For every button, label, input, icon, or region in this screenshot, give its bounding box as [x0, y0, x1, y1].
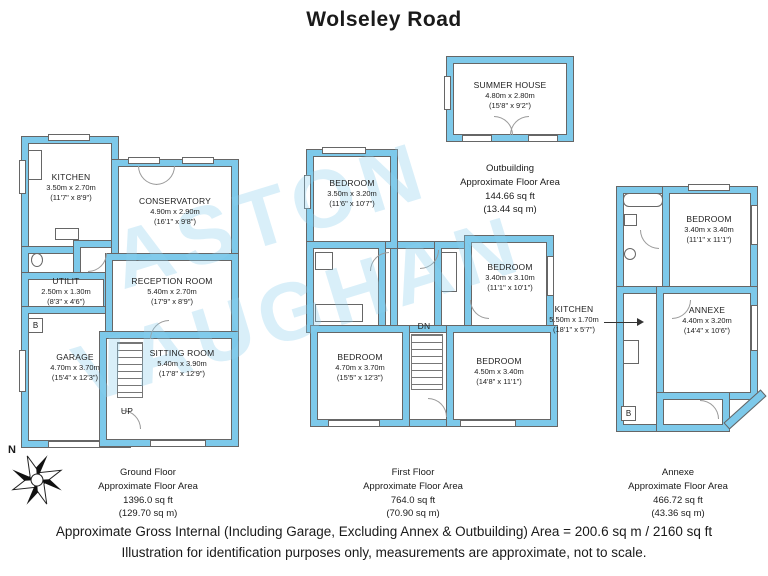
window — [150, 440, 206, 447]
bath-icon — [315, 304, 363, 322]
ground-floor-caption: Ground Floor Approximate Floor Area 1396… — [98, 467, 198, 520]
first-bedroom3-label: BEDROOM 4.70m x 3.70m (15'5" x 12'3") — [335, 352, 385, 382]
compass-rose-icon — [11, 455, 63, 505]
ground-boiler-box: B — [28, 318, 43, 333]
compass-north-label: N — [8, 444, 16, 456]
shower-icon — [315, 252, 333, 270]
annexe-boiler-box: B — [621, 406, 636, 421]
window — [444, 76, 451, 110]
disclaimer-text: Illustration for identification purposes… — [121, 545, 647, 560]
ground-up-label: UP — [120, 406, 134, 416]
window — [688, 184, 730, 191]
window — [48, 134, 90, 141]
ground-kitchen-label: KITCHEN 3.50m x 2.70m (11'7" x 8'9") — [46, 172, 96, 202]
window — [304, 175, 311, 209]
window — [19, 350, 26, 392]
sink-icon — [624, 248, 636, 260]
window — [528, 135, 558, 142]
first-floor-caption: First Floor Approximate Floor Area 764.0… — [363, 467, 463, 520]
window — [182, 157, 214, 164]
first-dn-label: DN — [417, 321, 431, 331]
kitchen-pointer-line — [604, 322, 638, 323]
kitchen-sink-icon — [28, 150, 42, 180]
toilet-icon — [624, 214, 637, 226]
window — [460, 420, 516, 427]
summer-house-label: SUMMER HOUSE 4.80m x 2.80m (15'8" x 9'2"… — [473, 80, 547, 110]
first-stairs — [411, 334, 443, 390]
first-bedroom1-label: BEDROOM 3.50m x 3.20m (11'6" x 10'7") — [327, 178, 377, 208]
window — [48, 441, 100, 448]
ground-boiler-label: B — [32, 321, 39, 330]
first-bedroom2-label: BEDROOM 3.40m x 3.10m (11'1" x 10'1") — [485, 262, 535, 292]
window — [462, 135, 492, 142]
ground-reception-label: RECEPTION ROOM 5.40m x 2.70m (17'9" x 8'… — [131, 276, 213, 306]
ground-reception-room — [106, 254, 238, 338]
ground-garage-label: GARAGE 4.70m x 3.70m (15'4" x 12'3") — [50, 352, 100, 382]
ground-stairs — [117, 342, 143, 398]
toilet-icon — [31, 253, 43, 267]
annexe-main-room-lower — [657, 393, 729, 431]
window — [322, 147, 366, 154]
first-bedroom3-room — [311, 326, 409, 426]
ground-conservatory-label: CONSERVATORY 4.90m x 2.90m (16'1" x 9'8"… — [139, 196, 211, 226]
ground-sitting-label: SITTING ROOM 5.40m x 3.90m (17'8" x 12'9… — [149, 348, 215, 378]
first-bedroom4-label: BEDROOM 4.50m x 3.40m (14'8" x 11'1") — [474, 356, 524, 386]
window — [128, 157, 160, 164]
annexe-caption: Annexe Approximate Floor Area 466.72 sq … — [628, 467, 728, 520]
bath-icon — [441, 252, 457, 292]
window — [751, 205, 758, 245]
window — [751, 305, 758, 351]
window — [547, 256, 554, 296]
window — [19, 160, 26, 194]
gross-internal-area-text: Approximate Gross Internal (Including Ga… — [55, 524, 713, 539]
kitchen-sink-icon — [623, 340, 639, 364]
annexe-boiler-label: B — [625, 409, 632, 418]
page-title: Wolseley Road — [306, 8, 462, 31]
annexe-kitchen-label: KITCHEN 5.50m x 1.70m (18'1" x 5'7") — [549, 304, 599, 334]
summer-house-room — [447, 57, 573, 141]
bath-icon — [623, 193, 663, 207]
first-bedroom2-room — [465, 236, 553, 336]
window — [328, 420, 380, 427]
kitchen-pointer-arrow-icon — [637, 318, 644, 326]
annexe-main-label: ANNEXE 4.40m x 3.20m (14'4" x 10'6") — [682, 305, 732, 335]
annexe-bedroom-label: BEDROOM 3.40m x 3.40m (11'1" x 11'1") — [684, 214, 734, 244]
kitchen-hob-icon — [55, 228, 79, 240]
outbuilding-caption: Outbuilding Approximate Floor Area 144.6… — [460, 163, 560, 216]
ground-utility-label: UTILIT 2.50m x 1.30m (8'3" x 4'6") — [41, 276, 91, 306]
